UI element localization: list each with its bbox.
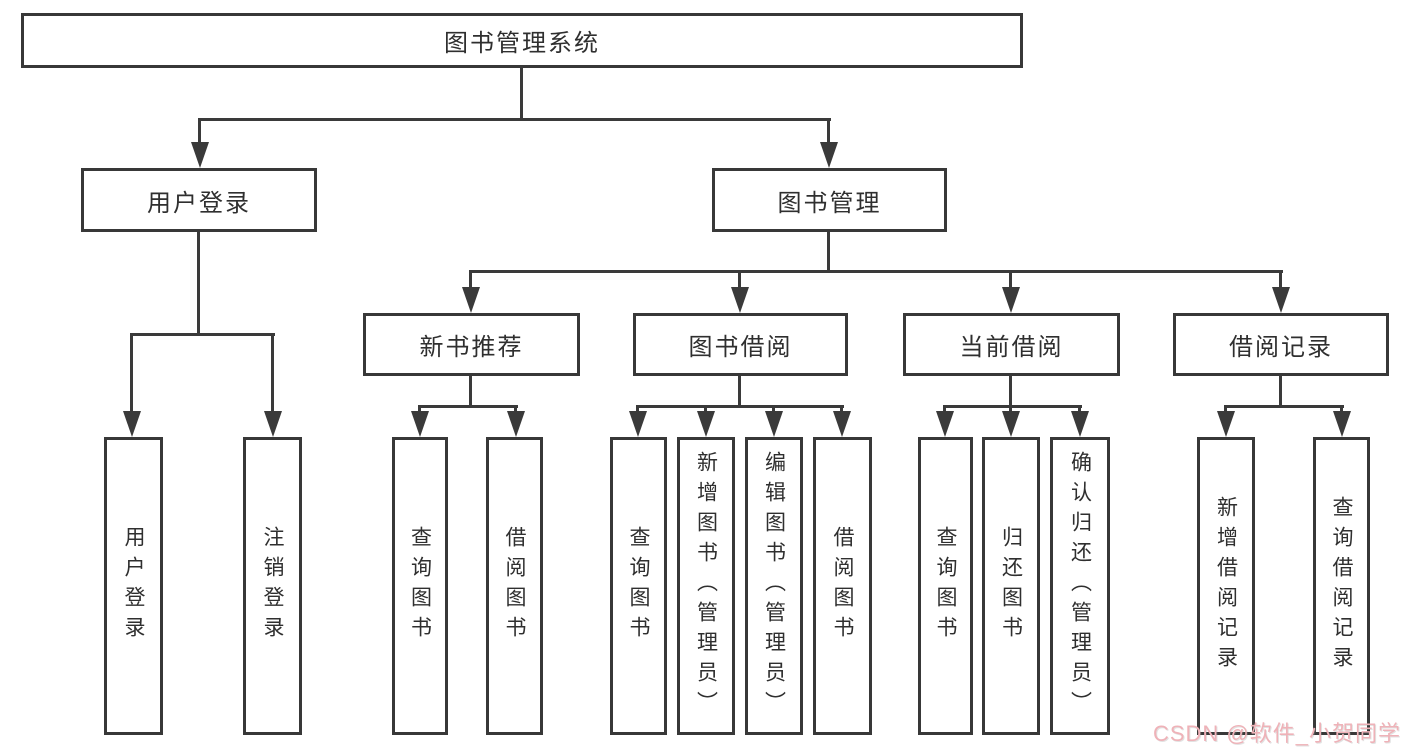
node-label: 编辑图书（管理员）	[762, 451, 786, 721]
node-label: 借阅记录	[1229, 334, 1333, 361]
node-current-confirm-return-admin: 确认归还（管理员）	[1050, 437, 1110, 735]
connector-line	[271, 335, 274, 415]
arrow-down-icon	[1071, 411, 1089, 437]
connector-line	[469, 272, 472, 290]
arrow-down-icon	[507, 411, 525, 437]
connector-line	[1279, 272, 1282, 290]
node-records-query-record: 查询借阅记录	[1313, 437, 1370, 735]
csdn-watermark: CSDN @软件_小贺同学	[1152, 721, 1401, 746]
node-library-management-system: 图书管理系统	[21, 13, 1023, 68]
arrow-down-icon	[411, 411, 429, 437]
arrow-down-icon	[1002, 411, 1020, 437]
node-label: 借阅图书	[831, 526, 854, 646]
node-book-management: 图书管理	[712, 168, 947, 232]
node-leaf-user-login: 用户登录	[104, 437, 163, 735]
connector-line	[738, 376, 741, 408]
node-label: 确认归还（管理员）	[1068, 451, 1092, 721]
node-records-add-record: 新增借阅记录	[1197, 437, 1255, 735]
node-recommend-borrow-books: 借阅图书	[486, 437, 543, 735]
node-label: 查询图书	[934, 526, 957, 646]
arrow-down-icon	[1333, 411, 1351, 437]
node-label: 新增图书（管理员）	[694, 451, 718, 721]
node-label: 新增借阅记录	[1214, 496, 1238, 676]
node-recommend-query-books: 查询图书	[392, 437, 448, 735]
connector-line	[198, 120, 201, 146]
arrow-down-icon	[123, 411, 141, 437]
node-label: 用户登录	[122, 526, 145, 646]
connector-line	[520, 66, 523, 120]
node-label: 查询借阅记录	[1330, 496, 1353, 676]
connector-line	[197, 232, 200, 335]
node-new-book-recommend: 新书推荐	[363, 313, 580, 376]
node-book-borrowing: 图书借阅	[633, 313, 848, 376]
arrow-down-icon	[697, 411, 715, 437]
arrow-down-icon	[1217, 411, 1235, 437]
connector-line	[418, 405, 518, 408]
node-borrowing-edit-books-admin: 编辑图书（管理员）	[745, 437, 803, 735]
connector-line	[198, 118, 831, 121]
arrow-down-icon	[936, 411, 954, 437]
arrow-down-icon	[629, 411, 647, 437]
arrow-down-icon	[1002, 287, 1020, 313]
arrow-down-icon	[264, 411, 282, 437]
node-current-return-books: 归还图书	[982, 437, 1040, 735]
connector-line	[1224, 405, 1344, 408]
node-borrowing-add-books-admin: 新增图书（管理员）	[677, 437, 735, 735]
arrow-down-icon	[731, 287, 749, 313]
node-label: 归还图书	[999, 526, 1023, 646]
arrow-down-icon	[820, 142, 838, 168]
node-label: 图书管理	[777, 189, 882, 217]
arrow-down-icon	[1272, 287, 1290, 313]
connector-line	[636, 405, 844, 408]
node-label: 借阅图书	[503, 526, 526, 646]
connector-line	[1009, 375, 1012, 408]
node-label: 图书借阅	[688, 334, 793, 361]
node-leaf-logout: 注销登录	[243, 437, 302, 735]
connector-line	[1009, 272, 1012, 290]
connector-line	[827, 120, 830, 146]
node-label: 新书推荐	[419, 334, 524, 361]
node-label: 注销登录	[261, 526, 284, 646]
connector-line	[469, 270, 1283, 273]
node-label: 查询图书	[627, 526, 650, 646]
connector-line	[130, 335, 133, 415]
arrow-down-icon	[191, 142, 209, 168]
connector-line	[469, 376, 472, 408]
connector-line	[130, 333, 275, 336]
node-label: 查询图书	[408, 526, 432, 646]
arrow-down-icon	[833, 411, 851, 437]
arrow-down-icon	[765, 411, 783, 437]
node-borrowing-records: 借阅记录	[1173, 313, 1389, 376]
node-current-borrowing: 当前借阅	[903, 313, 1120, 376]
connector-line	[827, 232, 830, 273]
node-label: 用户登录	[147, 189, 251, 217]
node-user-login: 用户登录	[81, 168, 317, 232]
connector-line	[738, 272, 741, 290]
node-current-query-books: 查询图书	[918, 437, 973, 735]
node-borrowing-query-books: 查询图书	[610, 437, 667, 735]
arrow-down-icon	[462, 287, 480, 313]
connector-line	[1279, 375, 1282, 408]
node-borrowing-borrow-books: 借阅图书	[813, 437, 872, 735]
node-label: 图书管理系统	[444, 30, 600, 57]
node-label: 当前借阅	[959, 334, 1064, 361]
connector-line	[943, 405, 1082, 408]
